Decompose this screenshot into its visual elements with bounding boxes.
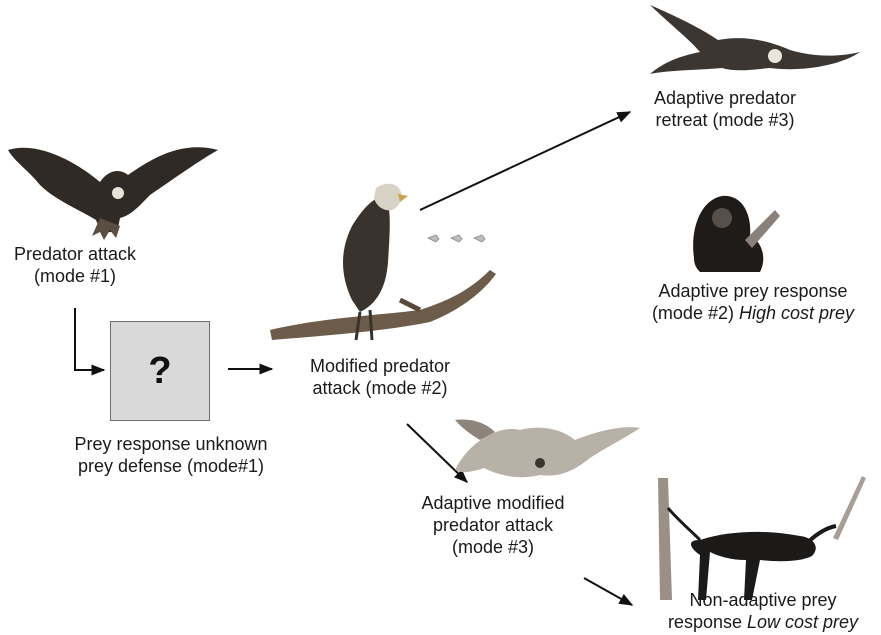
adaptive-retreat-label: Adaptive predator retreat (mode #3): [640, 87, 810, 131]
adaptive-modified-line1: Adaptive modified: [408, 492, 578, 514]
adaptive-retreat-line1: Adaptive predator: [640, 87, 810, 109]
non-adaptive-prey-label: Non-adaptive prey response Low cost prey: [646, 589, 880, 633]
prey-response-unknown-label: Prey response unknown prey defense (mode…: [56, 433, 286, 477]
non-adaptive-line2-plain: response: [668, 612, 747, 632]
modified-attack-label: Modified predator attack (mode #2): [290, 355, 470, 399]
adaptive-prey-line1: Adaptive prey response: [628, 280, 878, 302]
adaptive-retreat-line2: retreat (mode #3): [640, 109, 810, 131]
modified-attack-line2: attack (mode #2): [290, 377, 470, 399]
question-mark: ?: [148, 350, 171, 393]
adaptive-modified-line2: predator attack: [408, 514, 578, 536]
adaptive-prey-response-label: Adaptive prey response (mode #2) High co…: [628, 280, 878, 324]
prey-response-line1: Prey response unknown: [56, 433, 286, 455]
non-adaptive-line2: response Low cost prey: [646, 611, 880, 633]
predator-attack-label: Predator attack (mode #1): [0, 243, 150, 287]
predator-attack-line1: Predator attack: [0, 243, 150, 265]
adaptive-prey-line2-plain: (mode #2): [652, 303, 739, 323]
predator-attack-line2: (mode #1): [0, 265, 150, 287]
prey-response-line2: prey defense (mode#1): [56, 455, 286, 477]
non-adaptive-line2-italic: Low cost prey: [747, 612, 858, 632]
adaptive-prey-line2-italic: High cost prey: [739, 303, 854, 323]
adaptive-modified-attack-label: Adaptive modified predator attack (mode …: [408, 492, 578, 558]
modified-attack-line1: Modified predator: [290, 355, 470, 377]
non-adaptive-line1: Non-adaptive prey: [646, 589, 880, 611]
unknown-response-box: ?: [110, 321, 210, 421]
adaptive-modified-line3: (mode #3): [408, 536, 578, 558]
adaptive-prey-line2: (mode #2) High cost prey: [628, 302, 878, 324]
